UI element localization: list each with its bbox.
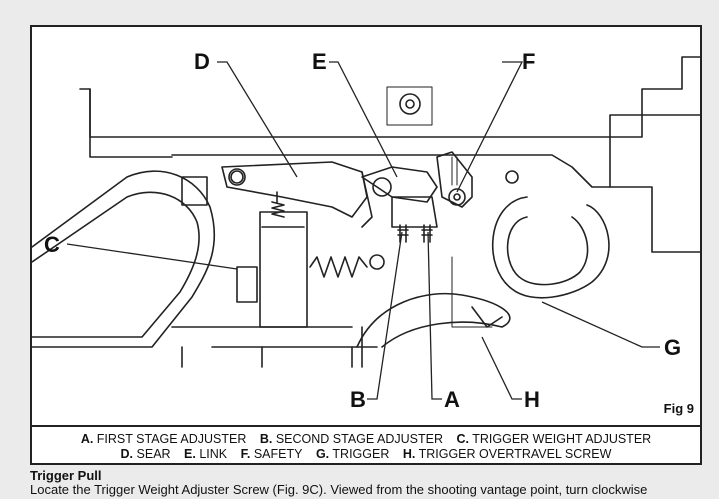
figure-frame: D E F C G B A H Fig 9 A. FIRST STAGE ADJ… xyxy=(30,25,702,465)
legend-text: FIRST STAGE ADJUSTER xyxy=(96,432,247,446)
leader-a xyxy=(427,231,442,400)
legend-key: F. xyxy=(240,447,251,461)
leader-d xyxy=(217,61,298,178)
legend-key: G. xyxy=(315,447,330,461)
caption: Trigger Pull Locate the Trigger Weight A… xyxy=(30,469,715,497)
leader-c xyxy=(66,243,238,270)
receiver-right-block xyxy=(609,114,700,253)
legend-text: LINK xyxy=(199,447,228,461)
leader-f xyxy=(456,61,524,193)
callout-c: C xyxy=(44,232,60,257)
leader-b xyxy=(367,231,403,400)
legend-key: H. xyxy=(402,447,416,461)
trigger-housing xyxy=(171,154,611,188)
safety xyxy=(436,151,473,208)
legend-key: D. xyxy=(120,447,134,461)
leader-h xyxy=(481,336,522,400)
callout-b: B xyxy=(350,387,366,412)
legend-text: SAFETY xyxy=(253,447,303,461)
callout-h: H xyxy=(524,387,540,412)
legend-text: SECOND STAGE ADJUSTER xyxy=(275,432,443,446)
callout-f: F xyxy=(522,49,535,74)
adjuster-block xyxy=(391,196,438,228)
legend: A. FIRST STAGE ADJUSTER B. SECOND STAGE … xyxy=(32,425,700,463)
legend-line-1: A. FIRST STAGE ADJUSTER B. SECOND STAGE … xyxy=(32,432,700,447)
sear xyxy=(221,161,368,218)
trigger-ring xyxy=(491,196,610,299)
legend-text: TRIGGER xyxy=(332,447,390,461)
legend-text: TRIGGER OVERTRAVEL SCREW xyxy=(418,447,612,461)
callout-a: A xyxy=(444,387,460,412)
legend-line-2: D. SEAR E. LINK F. SAFETY G. TRIGGER H. … xyxy=(32,447,700,462)
legend-key: B. xyxy=(259,432,273,446)
figure-number: Fig 9 xyxy=(663,401,694,416)
caption-title: Trigger Pull xyxy=(30,468,102,483)
legend-key: A. xyxy=(80,432,94,446)
caption-body: Locate the Trigger Weight Adjuster Screw… xyxy=(30,482,648,497)
callout-e: E xyxy=(312,49,327,74)
legend-text: TRIGGER WEIGHT ADJUSTER xyxy=(472,432,652,446)
legend-key: C. xyxy=(456,432,469,446)
callout-g: G xyxy=(664,335,681,360)
legend-key: E. xyxy=(184,447,196,461)
trigger-diagram: D E F C G B A H xyxy=(32,49,700,412)
grip-outline xyxy=(32,170,216,348)
legend-text: SEAR xyxy=(136,447,171,461)
leader-g xyxy=(541,301,660,348)
callout-d: D xyxy=(194,49,210,74)
trigger-bow xyxy=(356,292,511,348)
leader-e xyxy=(329,61,398,178)
